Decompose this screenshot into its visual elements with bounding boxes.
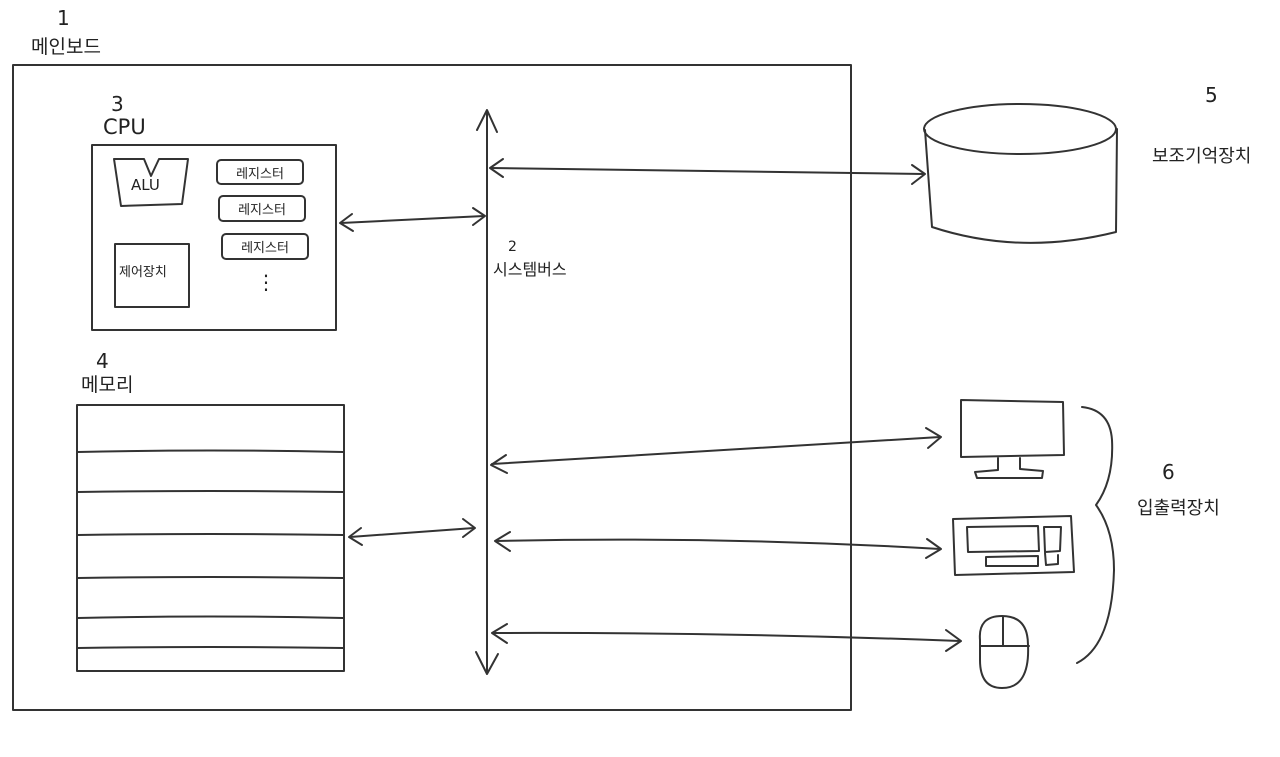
register-ellipsis: ⋮ <box>256 270 276 294</box>
disk-icon <box>923 103 1118 244</box>
control-unit-label: 제어장치 <box>119 265 167 280</box>
memory-lines <box>77 449 344 649</box>
system-bus-line <box>475 109 499 675</box>
mainboard-label: 메인보드 <box>31 36 101 58</box>
memory-box <box>76 404 345 672</box>
register-3: 레지스터 <box>221 233 309 260</box>
cpu-box <box>91 144 337 331</box>
mainboard-box <box>12 64 852 711</box>
io-brace-icon <box>1076 406 1115 664</box>
control-unit-box <box>114 243 190 308</box>
io-label: 입출력장치 <box>1137 498 1220 519</box>
alu-label: ALU <box>131 176 160 194</box>
register-1: 레지스터 <box>216 159 304 185</box>
keyboard-bus-arrow <box>494 531 942 559</box>
monitor-icon <box>960 399 1065 479</box>
memory-label: 메모리 <box>81 374 134 396</box>
storage-number: 5 <box>1205 83 1218 107</box>
storage-label: 보조기억장치 <box>1152 146 1252 167</box>
memory-number: 4 <box>96 349 109 373</box>
monitor-bus-arrow <box>490 427 942 474</box>
bus-label: 시스템버스 <box>493 260 567 279</box>
mouse-icon <box>978 615 1030 689</box>
cpu-number: 3 <box>111 92 124 116</box>
cpu-label: CPU <box>103 115 146 139</box>
cpu-bus-arrow <box>339 207 486 232</box>
storage-bus-arrow <box>489 158 926 185</box>
alu-shape <box>113 158 189 207</box>
mouse-bus-arrow <box>491 623 962 652</box>
bus-number: 2 <box>508 239 517 255</box>
keyboard-icon <box>952 515 1075 576</box>
memory-bus-arrow <box>348 518 476 546</box>
mainboard-number: 1 <box>57 6 70 30</box>
io-number: 6 <box>1162 460 1175 484</box>
register-2: 레지스터 <box>218 195 306 222</box>
